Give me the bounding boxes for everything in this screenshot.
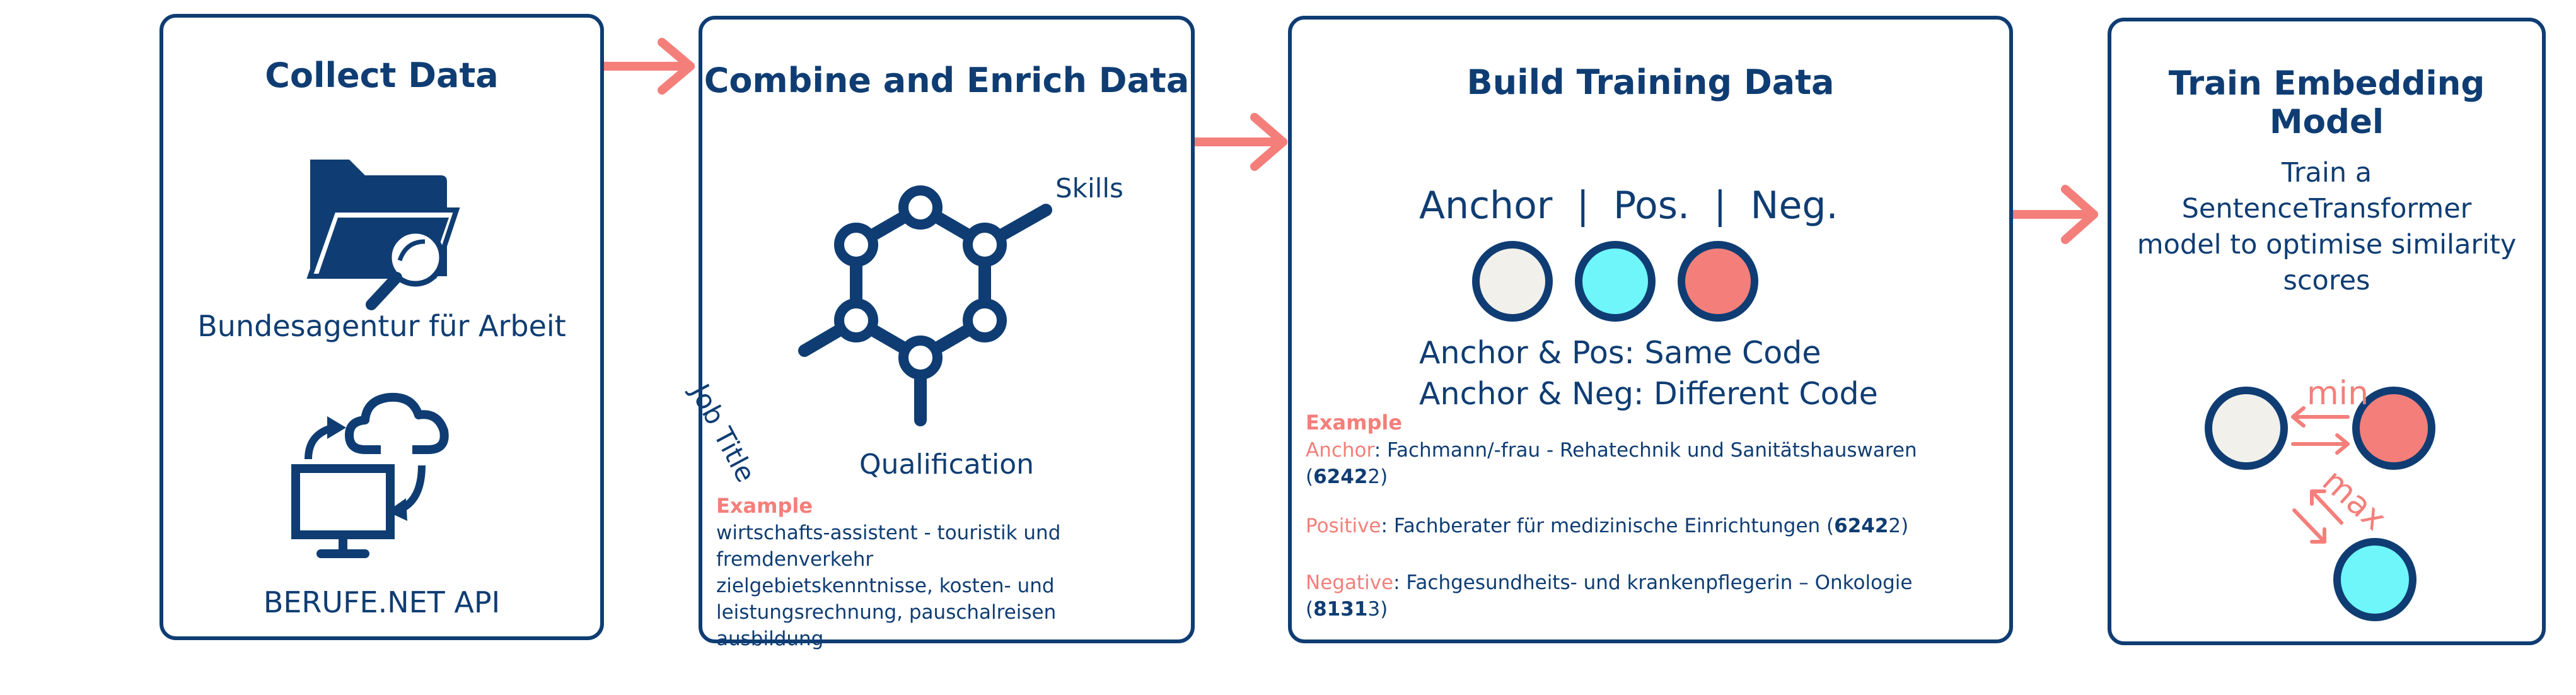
skills-label: Skills bbox=[1055, 173, 1123, 204]
anchor-tag: Anchor bbox=[1306, 439, 1374, 462]
combine-title: Combine and Enrich Data bbox=[704, 61, 1190, 100]
anchor-circle bbox=[2205, 387, 2288, 470]
triplet-circles bbox=[1472, 241, 1758, 322]
build-title: Build Training Data bbox=[1466, 62, 1835, 102]
negative-tag: Negative bbox=[1306, 571, 1394, 594]
source-berufenet: BERUFE.NET API bbox=[263, 585, 501, 619]
combine-example-label: Example bbox=[716, 494, 813, 518]
negative-circle bbox=[2352, 387, 2435, 470]
source-bundesagentur: Bundesagentur für Arbeit bbox=[197, 309, 566, 343]
negative-example: Negative: Fachgesundheits- und krankenpf… bbox=[1306, 571, 1913, 621]
train-description: Train a SentenceTransformer model to opt… bbox=[2137, 157, 2517, 296]
build-example-label: Example bbox=[1306, 411, 1403, 435]
positive-tag: Positive bbox=[1306, 515, 1381, 537]
example-line: ausbildung bbox=[716, 628, 824, 650]
rule-different-code: Anchor & Neg: Different Code bbox=[1419, 376, 1878, 412]
anchor-circle bbox=[1472, 241, 1553, 322]
example-line: wirtschafts-assistent - touristik und bbox=[716, 522, 1061, 544]
rule-same-code: Anchor & Pos: Same Code bbox=[1419, 335, 1821, 371]
example-line: fremdenverkehr bbox=[716, 548, 874, 571]
anchor-example: Anchor: Fachmann/-frau - Rehatechnik und… bbox=[1306, 439, 1917, 488]
qualification-label: Qualification bbox=[859, 448, 1035, 481]
example-line: zielgebietskenntnisse, kosten- und bbox=[716, 575, 1055, 597]
build-training-panel: Build Training Data Anchor | Pos. | Neg.… bbox=[1288, 16, 2013, 643]
max-label: max bbox=[2315, 462, 2393, 538]
min-label: min bbox=[2307, 375, 2369, 412]
example-line: leistungsrechnung, pauschalreisen bbox=[716, 601, 1057, 624]
positive-example: Positive: Fachberater für medizinische E… bbox=[1306, 515, 1909, 537]
negative-circle bbox=[1678, 241, 1758, 322]
combine-data-panel: Combine and Enrich Data Skills Job Title… bbox=[685, 16, 1195, 650]
folder-search-icon bbox=[306, 160, 460, 310]
triplet-header: Anchor | Pos. | Neg. bbox=[1419, 184, 1838, 228]
train-title: Train Embedding Model bbox=[2168, 64, 2485, 141]
combine-example-text: wirtschafts-assistent - touristik und fr… bbox=[716, 520, 1060, 652]
collect-title: Collect Data bbox=[265, 55, 499, 95]
positive-circle bbox=[1575, 241, 1656, 322]
train-model-panel: Train Embedding Model Train a SentenceTr… bbox=[2108, 18, 2546, 645]
computer-cloud-sync-icon bbox=[291, 392, 449, 558]
collect-data-panel: Collect Data Bundesagentur für Arbeit BE… bbox=[160, 14, 604, 640]
positive-circle bbox=[2333, 538, 2416, 621]
similarity-diagram: min max bbox=[2205, 375, 2435, 621]
knowledge-graph-icon bbox=[798, 185, 1052, 426]
